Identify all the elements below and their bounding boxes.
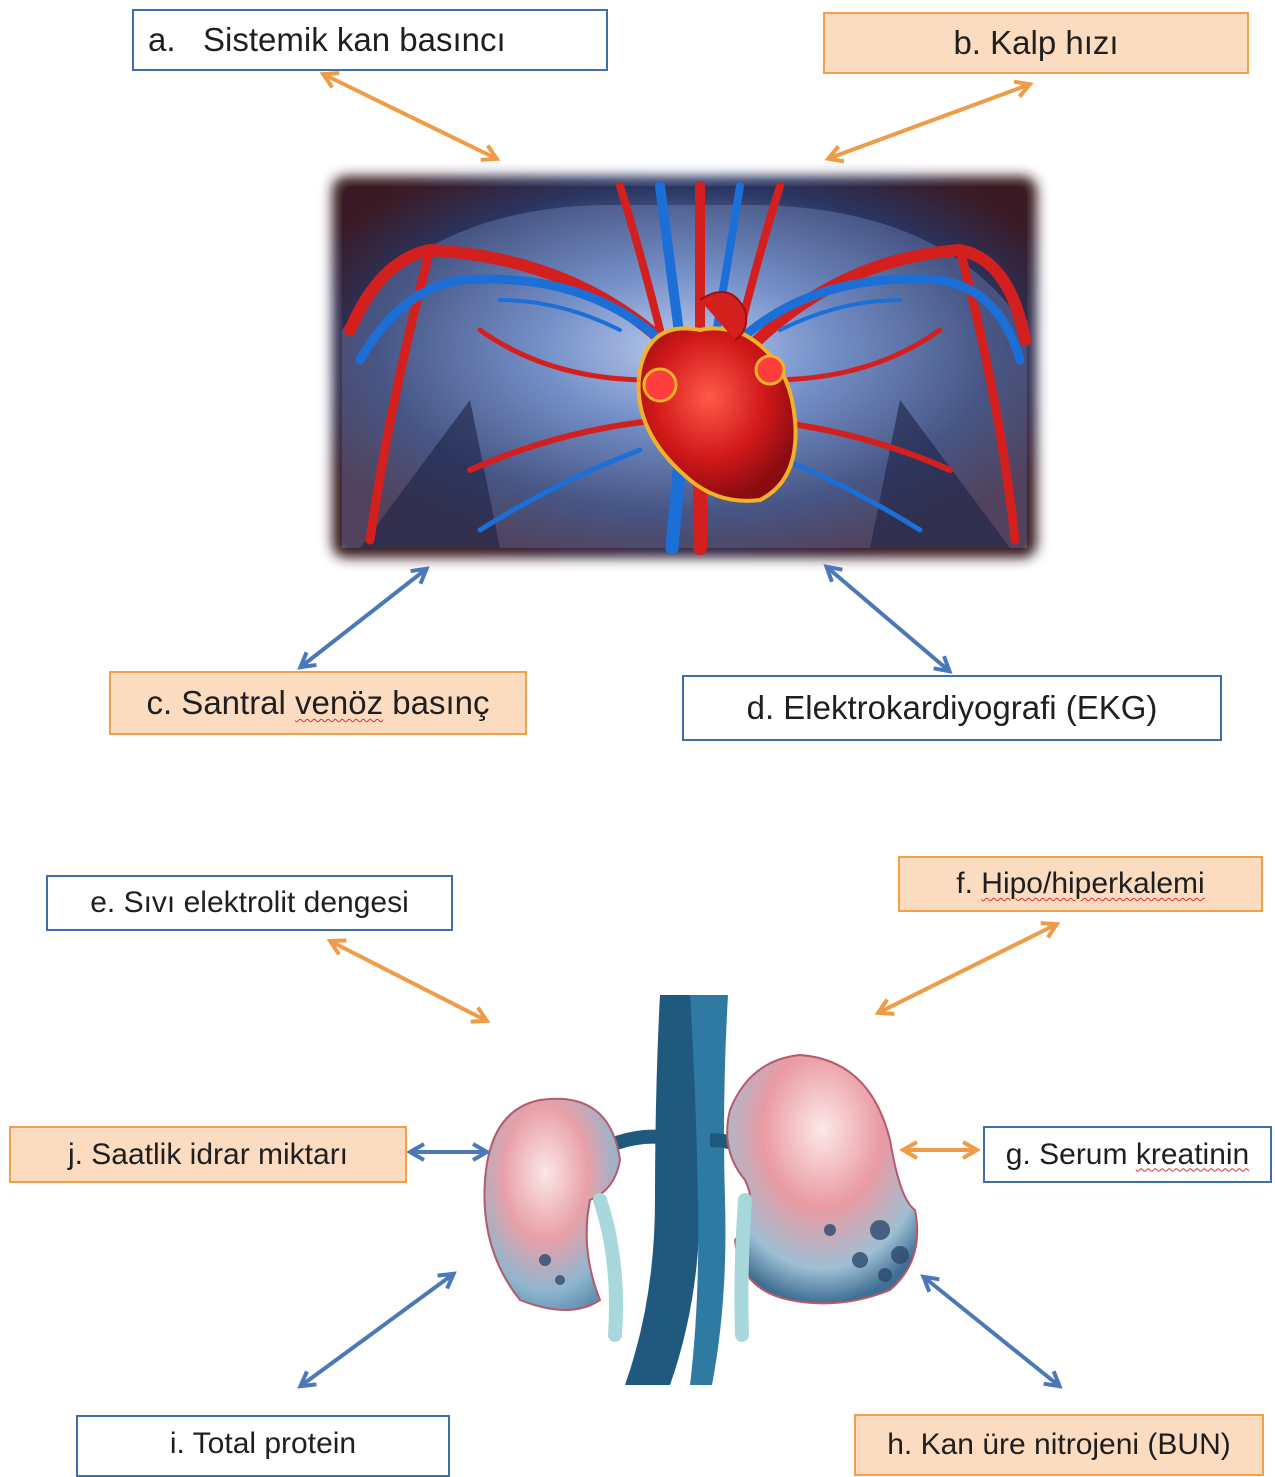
arrow-d (828, 568, 948, 670)
label-e-text: e. Sıvı elektrolit dengesi (90, 886, 409, 920)
label-j-text: j. Saatlik idrar miktarı (68, 1138, 348, 1172)
label-a-text: a. Sistemik kan basıncı (148, 21, 506, 59)
kidneys-illustration (484, 995, 917, 1385)
label-hypo-hyperkalemia: f. Hipo/hiperkalemi (898, 856, 1263, 912)
label-g-text: g. Serum kreatinin (1006, 1138, 1249, 1172)
label-c-suffix: basınç (383, 684, 489, 721)
label-g-word: kreatinin (1136, 1138, 1249, 1171)
arrow-b (830, 85, 1028, 158)
label-f-word: Hipo/hiperkalemi (981, 867, 1204, 900)
arrow-c (302, 570, 425, 666)
arrow-i (302, 1275, 452, 1385)
arrow-f (880, 925, 1055, 1012)
label-heart-rate: b. Kalp hızı (823, 12, 1249, 74)
label-ecg: d. Elektrokardiyografi (EKG) (682, 675, 1222, 741)
label-fluid-electrolyte-balance: e. Sıvı elektrolit dengesi (46, 875, 453, 931)
label-central-venous-pressure: c. Santral venöz basınç (109, 671, 527, 735)
label-f-text: f. Hipo/hiperkalemi (956, 867, 1204, 901)
arrow-a (325, 75, 495, 158)
label-c-text: c. Santral venöz basınç (146, 684, 489, 722)
label-b-text: b. Kalp hızı (953, 24, 1118, 62)
label-g-prefix: g. Serum (1006, 1138, 1136, 1171)
circulatory-system-illustration (332, 176, 1037, 558)
label-c-prefix: c. Santral (146, 684, 295, 721)
label-i-text: i. Total protein (170, 1427, 356, 1461)
label-h-text: h. Kan üre nitrojeni (BUN) (887, 1428, 1230, 1462)
arrow-e (332, 942, 485, 1020)
label-serum-creatinine: g. Serum kreatinin (983, 1126, 1272, 1183)
arrow-h (925, 1278, 1058, 1385)
label-hourly-urine-output: j. Saatlik idrar miktarı (9, 1126, 407, 1183)
label-d-text: d. Elektrokardiyografi (EKG) (747, 689, 1158, 727)
label-systemic-blood-pressure: a. Sistemik kan basıncı (132, 9, 608, 71)
label-c-word: venöz (295, 684, 383, 721)
label-bun: h. Kan üre nitrojeni (BUN) (854, 1414, 1264, 1476)
label-f-prefix: f. (956, 867, 981, 900)
